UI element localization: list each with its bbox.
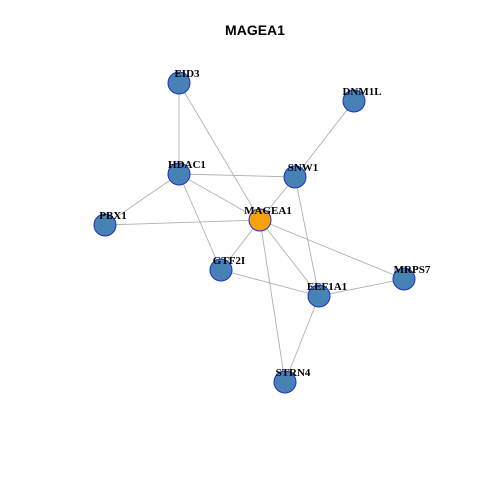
edge-magea1-pbx1 <box>104 219 261 226</box>
edge-hdac1-snw1 <box>178 173 296 178</box>
edge-eef1a1-strn4 <box>284 295 320 383</box>
node-label-dnm1l: DNM1L <box>342 86 381 98</box>
node-strn4: STRN4 <box>273 367 311 394</box>
edge-eef1a1-mrps7 <box>318 278 405 297</box>
node-label-magea1: MAGEA1 <box>244 205 292 217</box>
node-label-eef1a1: EEF1A1 <box>307 281 347 293</box>
edge-magea1-strn4 <box>259 219 286 383</box>
edge-magea1-mrps7 <box>259 219 405 280</box>
node-eef1a1: EEF1A1 <box>307 281 347 308</box>
node-gtf2i: GTF2I <box>209 255 245 282</box>
node-circle-eid3 <box>167 71 191 95</box>
edge-magea1-eef1a1 <box>259 219 320 297</box>
node-circle-snw1 <box>283 165 307 189</box>
node-label-eid3: EID3 <box>174 68 200 80</box>
node-label-hdac1: HDAC1 <box>168 159 206 171</box>
node-mrps7: MRPS7 <box>392 264 431 291</box>
node-circle-magea1 <box>248 208 272 232</box>
node-dnm1l: DNM1L <box>342 86 382 113</box>
edge-hdac1-pbx1 <box>104 173 180 226</box>
node-magea1: MAGEA1 <box>244 205 292 232</box>
node-eid3: EID3 <box>167 68 200 95</box>
edge-snw1-eef1a1 <box>294 176 320 297</box>
node-label-snw1: SNW1 <box>288 162 319 174</box>
node-label-gtf2i: GTF2I <box>213 255 245 267</box>
node-circle-mrps7 <box>392 267 416 291</box>
node-snw1: SNW1 <box>283 162 319 189</box>
node-circle-gtf2i <box>209 258 233 282</box>
edge-gtf2i-eef1a1 <box>220 269 320 297</box>
node-circle-strn4 <box>273 370 297 394</box>
node-circle-pbx1 <box>93 213 117 237</box>
node-label-pbx1: PBX1 <box>99 210 127 222</box>
edge-hdac1-magea1 <box>178 173 261 221</box>
node-circle-dnm1l <box>342 89 366 113</box>
node-circle-hdac1 <box>167 162 191 186</box>
node-hdac1: HDAC1 <box>167 159 206 186</box>
node-label-strn4: STRN4 <box>276 367 311 379</box>
node-label-mrps7: MRPS7 <box>394 264 431 276</box>
node-circle-eef1a1 <box>307 284 331 308</box>
edge-eid3-magea1 <box>178 82 261 221</box>
diagram-title: MAGEA1 <box>225 22 285 38</box>
edge-dnm1l-snw1 <box>294 100 355 178</box>
node-pbx1: PBX1 <box>93 210 127 237</box>
edge-layer <box>104 82 405 383</box>
